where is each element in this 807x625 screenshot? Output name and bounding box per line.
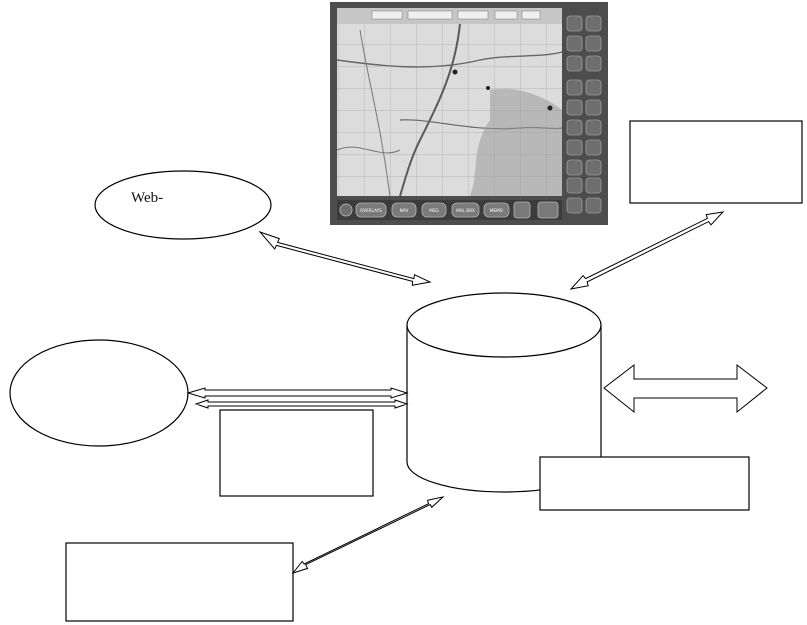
nav-button [391,202,417,218]
top-right-box [629,120,803,204]
msg-button [421,202,447,218]
arrow-left-to-database [186,387,409,399]
power-icon [339,203,353,217]
overlays-button-label: OVERLAYS [360,208,382,213]
database-cylinder [406,292,602,493]
msg-button-label: MSG [429,208,439,213]
web-node-label: Web- [131,190,164,206]
overlays-button [355,202,387,218]
mail-box-button [451,202,480,218]
bottom-left-box [65,542,294,622]
left-node-ellipse [9,339,189,447]
arrow-left-to-database-inner [194,399,409,409]
map-terminal-screenshot: OVERLAYS NAV MSG MAL BOX MEMO [330,2,608,225]
web-node-ellipse [94,170,272,240]
arrow-database-to-right [603,363,768,414]
middle-left-box [219,409,374,497]
memo-button [483,202,510,218]
nav-button-label: NAV [400,208,409,213]
arrow-web-to-database [258,230,432,286]
bottom-right-box [539,456,750,511]
arrow-bottomleft-to-database [291,496,445,574]
mail-box-button-label: MAL BOX [456,208,475,213]
memo-button-label: MEMO [490,208,504,213]
arrow-topright-to-database [569,211,725,290]
